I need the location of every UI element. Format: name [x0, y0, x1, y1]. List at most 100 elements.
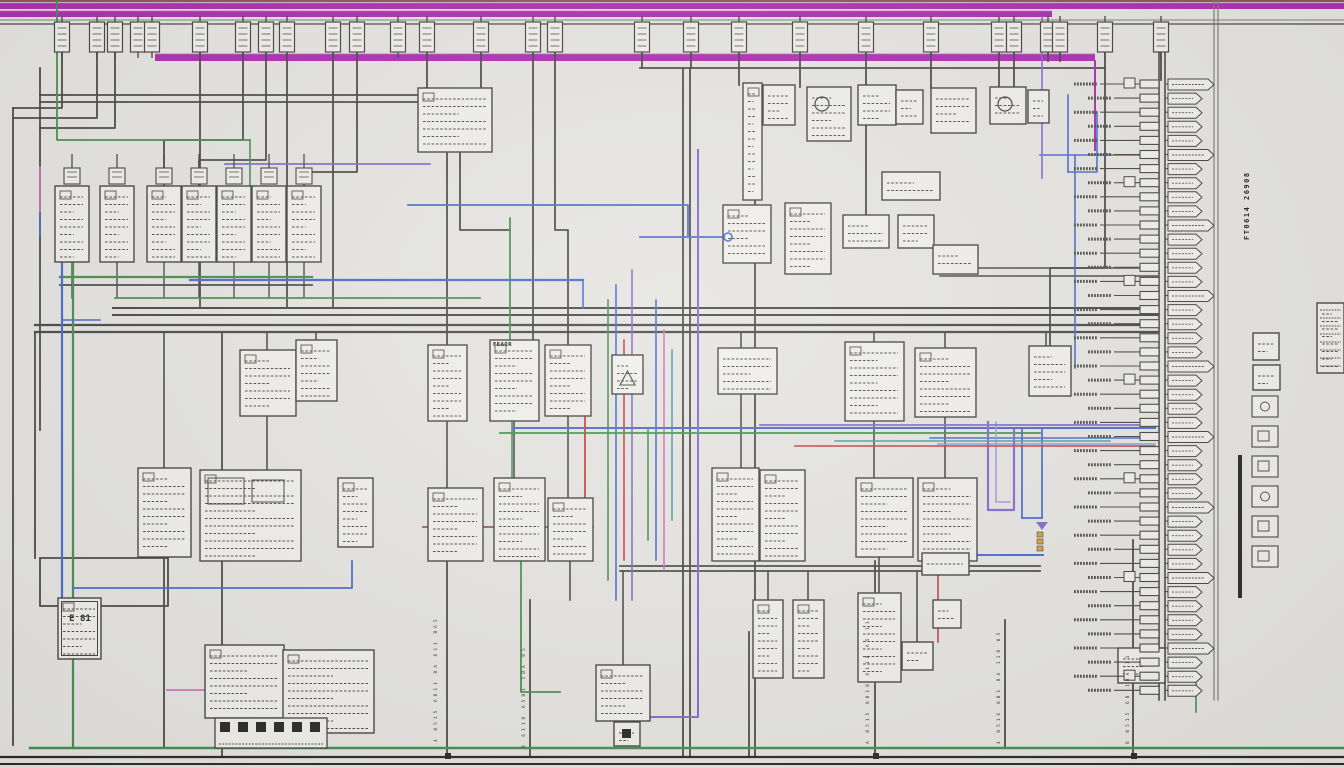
top-connector-module [106, 21, 124, 53]
top-connector-module [730, 21, 748, 53]
terminal-block [1139, 657, 1160, 667]
component-glyph [922, 482, 935, 492]
wire-label-vertical: 4 8515 6811 8A 611 B65 [434, 616, 439, 742]
component-box [544, 344, 592, 417]
terminal-flag-tag [1167, 670, 1203, 683]
component-box [917, 477, 978, 562]
component-glyph [789, 207, 802, 217]
component-glyph [552, 502, 565, 512]
terminal-block [1139, 276, 1160, 286]
terminal-aux-block [1123, 77, 1136, 89]
component-glyph [432, 492, 445, 502]
component-box [932, 599, 962, 629]
amber-terminal [1036, 531, 1044, 538]
component-box [137, 467, 192, 558]
wire [303, 51, 358, 187]
terminal-flag-tag [1167, 431, 1215, 443]
terminal-block [1139, 572, 1160, 583]
component-box [1252, 364, 1281, 391]
terminal-aux-block [1123, 373, 1136, 385]
component-glyph [716, 472, 729, 482]
component-box [1027, 89, 1050, 124]
terminal-block [1139, 192, 1160, 202]
terminal-block [1139, 290, 1160, 301]
terminal-block [1139, 417, 1160, 427]
terminal-block [1139, 488, 1160, 498]
wire [39, 51, 116, 129]
power-bus [0, 11, 1052, 17]
terminal-flag-tag [1167, 78, 1215, 91]
component-glyph [432, 349, 445, 359]
top-connector-module [546, 21, 564, 53]
component-box [493, 477, 546, 562]
top-connector-module [633, 21, 651, 53]
component-glyph [764, 474, 777, 484]
component-glyph [104, 190, 117, 200]
component-box [806, 86, 852, 142]
terminal-block [1139, 685, 1160, 695]
terminal-flag-tag [1167, 233, 1203, 246]
component-glyph [204, 474, 217, 484]
legend-icon-box [1251, 545, 1279, 568]
component-box [857, 592, 902, 683]
terminal-flag-tag [1167, 374, 1203, 387]
wire [520, 559, 561, 693]
terminal-flag-tag [1167, 529, 1203, 542]
terminal-flag-tag [1167, 586, 1203, 599]
component-box [784, 202, 832, 275]
component-glyph [300, 344, 313, 354]
connector-pin-square [274, 722, 284, 732]
terminal-aux-block [1123, 669, 1136, 681]
top-connector-module [857, 21, 875, 53]
terminal-block [1139, 474, 1160, 484]
component-box [611, 354, 644, 395]
terminal-flag-tag [1167, 360, 1215, 373]
wire [459, 151, 511, 231]
terminal-flag-tag [1167, 487, 1203, 500]
top-connector-module [1005, 21, 1023, 53]
wire [554, 51, 569, 346]
component-glyph [209, 649, 222, 659]
terminal-block [1139, 431, 1160, 442]
terminal-block [1139, 319, 1160, 329]
component-glyph [142, 472, 155, 482]
component-glyph [498, 482, 511, 492]
component-glyph [849, 346, 862, 356]
terminal-flag-tag [1167, 120, 1203, 133]
terminal-block [1139, 248, 1160, 258]
sub-module [251, 479, 285, 503]
circle-symbol-icon [814, 96, 830, 112]
black-bar-marker [1238, 455, 1242, 598]
connector-pin-square [238, 722, 248, 732]
component-glyph [747, 87, 760, 97]
sub-module [207, 477, 245, 505]
component-glyph [186, 190, 199, 200]
component-box [844, 341, 905, 422]
relay-plug-icon [108, 167, 126, 185]
component-glyph [549, 349, 562, 359]
terminal-aux-block [1123, 274, 1136, 286]
terminal-flag-tag [1167, 557, 1203, 570]
terminal-block [1139, 558, 1160, 568]
connector-pin-square [292, 722, 302, 732]
component-glyph [244, 354, 257, 364]
vertical-reference-text: FT0614 26908 [1243, 171, 1251, 240]
bottom-tick-marker [873, 753, 879, 759]
component-box [914, 347, 977, 418]
terminal-flag-tag [1167, 92, 1203, 105]
legend-icon-glyph [1260, 401, 1270, 412]
component-glyph [757, 604, 770, 614]
component-box [897, 214, 935, 249]
top-connector-module [682, 21, 700, 53]
wire-label-vertical: 8 0515 6B 18A 11 [1126, 652, 1131, 744]
terminal-block [1139, 361, 1160, 371]
terminal-flag-tag [1167, 388, 1203, 401]
terminal-flag-tag [1167, 163, 1203, 176]
connector-pin-square [220, 722, 230, 732]
terminal-aux-block [1123, 472, 1136, 484]
wire [39, 557, 169, 607]
wire [1049, 51, 1106, 347]
terminal-block [1139, 347, 1160, 357]
wire [1067, 111, 1098, 173]
relay-plug-icon [190, 167, 208, 185]
